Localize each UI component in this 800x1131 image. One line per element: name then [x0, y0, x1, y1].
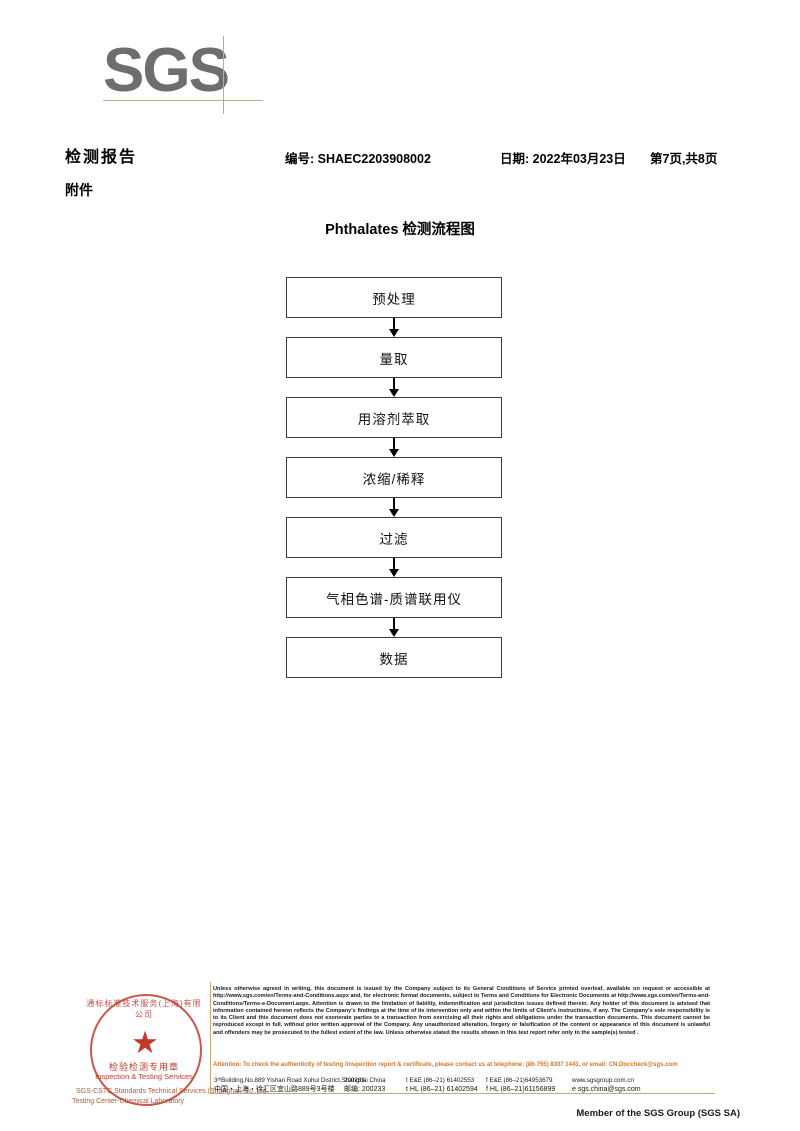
flowchart: 预处理 量取 用溶剂萃取 浓缩/稀释 过滤 气相色谱-质谱联用仪 数据: [286, 277, 502, 678]
seal-chinese-label: 检验检测专用章: [108, 1062, 179, 1072]
seal-underprint-line1: SGS-CSTC Standards Technical Services (S…: [76, 1088, 269, 1095]
postcode-cn: 邮编: 200233: [344, 1086, 386, 1093]
flow-step-box: 数据: [286, 637, 502, 678]
seal-english-label: Inspection & Testing Services: [95, 1072, 193, 1081]
flow-arrow-icon: [286, 318, 502, 337]
flow-step-box: 气相色谱-质谱联用仪: [286, 577, 502, 618]
postcode-en: 200233: [344, 1077, 365, 1084]
seal-company-name: 通标标准技术服务(上海)有限公司: [86, 999, 202, 1019]
flow-step-box: 量取: [286, 337, 502, 378]
flow-step-box: 过滤: [286, 517, 502, 558]
flow-step-box: 预处理: [286, 277, 502, 318]
flow-arrow-icon: [286, 498, 502, 517]
flowchart-title: Phthalates 检测流程图: [325, 222, 475, 238]
flow-arrow-icon: [286, 558, 502, 577]
address-en: 3ᵗʰBuilding,No.889 Yishan Road Xuhui Dis…: [214, 1077, 386, 1084]
page-counter: 第7页,共8页: [650, 152, 718, 166]
flow-arrow-icon: [286, 618, 502, 637]
attention-notice: Attention: To check the authenticity of …: [213, 1062, 678, 1068]
footer-horizontal-divider: [210, 1093, 715, 1095]
page-title: 检测报告: [65, 149, 138, 166]
flow-step-box: 用溶剂萃取: [286, 397, 502, 438]
website-link[interactable]: www.sgsgroup.com.cn: [572, 1077, 634, 1084]
flow-arrow-icon: [286, 438, 502, 457]
seal-underprint-line2: Testing Center-Chemical Laboratory: [72, 1098, 185, 1105]
page-subtitle: 附件: [65, 182, 93, 198]
company-seal: 通标标准技术服务(上海)有限公司 ★ 检验检测专用章 Inspection & …: [72, 992, 268, 1110]
telephone-hl: t HL (86–21) 61402594: [406, 1086, 478, 1093]
address-cn: 中国・上海・徐汇区宜山路889号3号楼: [214, 1086, 335, 1093]
legal-disclaimer: Unless otherwise agreed in writing, this…: [213, 986, 710, 1036]
seal-circle-icon: [90, 994, 202, 1106]
report-date: 日期: 2022年03月23日: [500, 152, 626, 166]
logo-vertical-rule: [223, 36, 224, 114]
fax-hl: f HL (86–21)61156899: [486, 1086, 556, 1093]
contact-row-en: 3ᵗʰBuilding,No.889 Yishan Road Xuhui Dis…: [214, 1076, 714, 1085]
member-statement: Member of the SGS Group (SGS SA): [576, 1108, 740, 1119]
logo-horizontal-rule: [103, 100, 263, 101]
report-number: 编号: SHAEC2203908002: [285, 152, 431, 166]
fax-ee: f E&E (86–21)64953679: [486, 1077, 553, 1084]
sgs-logo: SGS: [103, 36, 283, 118]
contact-row-cn: 中国・上海・徐汇区宜山路889号3号楼 邮编: 200233 t HL (86–…: [214, 1085, 714, 1094]
telephone-ee: t E&E (86–21) 61402553: [406, 1077, 475, 1084]
sgs-logo-text: SGS: [103, 36, 230, 105]
footer-vertical-divider: [210, 982, 212, 1094]
flow-arrow-icon: [286, 378, 502, 397]
seal-star-icon: ★: [131, 1025, 159, 1060]
email-link[interactable]: e sgs.china@sgs.com: [572, 1086, 641, 1093]
contact-block: 3ᵗʰBuilding,No.889 Yishan Road Xuhui Dis…: [214, 1076, 714, 1094]
flow-step-box: 浓缩/稀释: [286, 457, 502, 498]
